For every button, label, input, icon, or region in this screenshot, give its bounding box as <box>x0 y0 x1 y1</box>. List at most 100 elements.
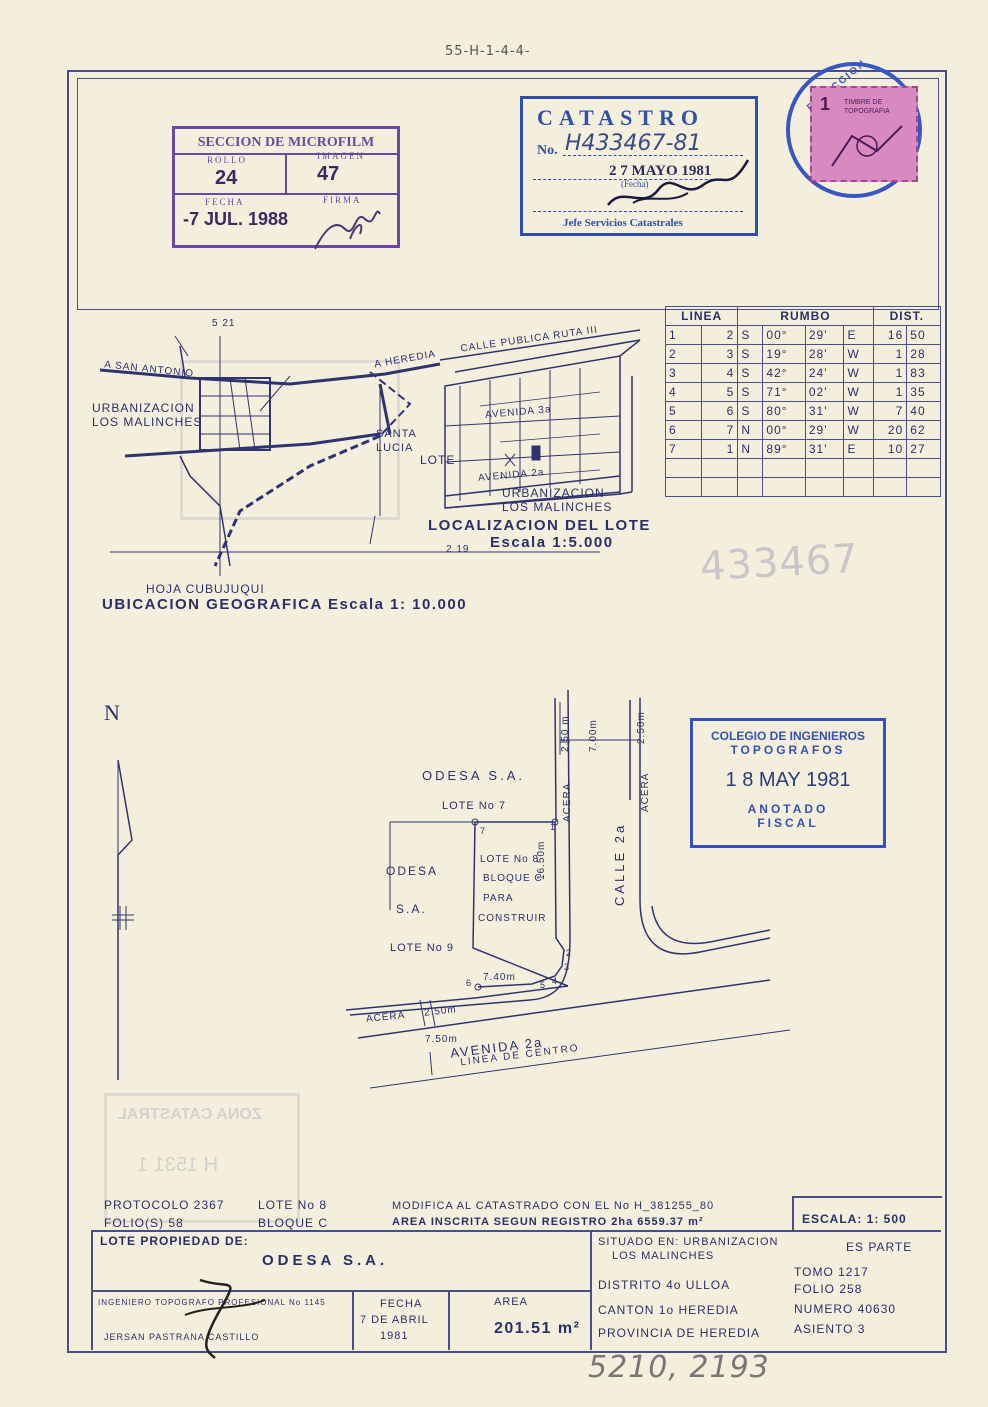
bearing-cell: 62 <box>906 420 941 440</box>
bearing-cell: 4 <box>664 382 703 402</box>
escala: ESCALA: 1: 500 <box>802 1212 907 1226</box>
plan-lote-8-1: LOTE No 8 <box>480 854 540 865</box>
lote-no: LOTE No 8 <box>258 1198 328 1212</box>
bearing-cell: 2 <box>664 344 703 364</box>
owner-name: ODESA S.A. <box>262 1252 389 1269</box>
colegio-stamp: COLEGIO DE INGENIEROS TOPOGRAFOS 1 8 MAY… <box>690 718 886 848</box>
map-s19: 2 19 <box>446 544 470 555</box>
plan-odesa-left-2: S.A. <box>396 902 427 916</box>
handwritten-bottom: 5210, 2193 <box>588 1350 770 1385</box>
map-santa: SANTA <box>376 428 417 440</box>
bearing-cell: 19° <box>762 344 806 364</box>
bearing-cell: 5 <box>664 401 703 421</box>
bearing-cell: 1 <box>872 344 908 364</box>
bearing-cell: W <box>843 401 874 421</box>
ingeniero-label: INGENIERO TOPOGRAFO PROFESIONAL No 1145 <box>98 1298 326 1307</box>
direccion-round-stamp: DIRECCION <box>786 57 922 198</box>
bearing-cell: 27 <box>906 439 941 459</box>
vertex-5: 5 <box>540 980 547 990</box>
vertex-7: 7 <box>480 826 487 836</box>
area-inscrita: AREA INSCRITA SEGUN REGISTRO 2ha 6559.37… <box>392 1216 704 1228</box>
plan-calle-2: CALLE 2a <box>612 822 627 906</box>
bearing-cell: 40 <box>906 401 941 421</box>
bearing-cell: S <box>737 401 764 421</box>
catastro-date-label: (Fecha) <box>621 179 649 189</box>
distrito: DISTRITO 4o ULLOA <box>598 1278 731 1292</box>
bearing-cell: N <box>737 420 764 440</box>
colegio-line2: TOPOGRAFOS <box>730 743 846 757</box>
bearing-cell: W <box>843 420 874 440</box>
zona-title: ZONA CATASTRAL <box>117 1106 262 1123</box>
colegio-line3: ANOTADO <box>747 802 829 816</box>
provincia: PROVINCIA DE HEREDIA <box>598 1326 761 1340</box>
tax-stamp-emblem <box>831 125 903 167</box>
bearing-empty-row <box>664 458 941 478</box>
plan-dist-740: 7.40m <box>483 972 516 983</box>
bearing-cell: E <box>843 325 874 345</box>
bearing-cell: N <box>737 439 764 459</box>
handwritten-433467: 433467 <box>698 535 860 591</box>
stamp-header-box <box>77 78 939 310</box>
site-plan <box>112 689 790 1089</box>
map-hoja: HOJA CUBUJUQUI <box>146 582 265 596</box>
bearing-cell: 50 <box>906 325 941 345</box>
bearing-cell: 83 <box>906 363 941 383</box>
map-localizacion: LOCALIZACION DEL LOTE <box>428 517 651 534</box>
north-arrow-label: N <box>104 700 121 725</box>
map-urbanizacion-left: URBANIZACION <box>92 401 195 415</box>
tax-stamp-value: 1 <box>820 94 831 114</box>
es-parte: ES PARTE <box>846 1240 913 1254</box>
bearing-cell: 5 <box>701 382 739 402</box>
col-linea: LINEA <box>664 306 739 326</box>
bearing-cell: S <box>737 363 764 383</box>
plan-lote-7: LOTE No 7 <box>442 800 507 812</box>
folio-reg: FOLIO 258 <box>794 1282 863 1296</box>
bearing-cell: 28' <box>804 344 845 364</box>
plan-dist-250-right: 2.50m <box>636 711 647 744</box>
tax-stamp-label: TIMBRE DE TOPOGRAFIA <box>844 99 890 115</box>
bearing-cell: S <box>737 325 764 345</box>
map-lucia: LUCIA <box>376 442 414 454</box>
map-ubicacion: UBICACION GEOGRAFICA Escala 1: 10.000 <box>102 596 468 613</box>
fecha-label: FECHA <box>205 197 245 207</box>
modifica: MODIFICA AL CATASTRADO CON EL No H_38125… <box>392 1200 715 1212</box>
bearing-cell: 7 <box>872 401 908 421</box>
map-escala-5000: Escala 1:5.000 <box>490 534 614 551</box>
bearing-cell: 80° <box>762 401 806 421</box>
plan-dist-750: 7.50m <box>425 1034 458 1045</box>
area-value: 201.51 m² <box>494 1320 581 1337</box>
plan-odesa-top: ODESA S.A. <box>422 768 525 783</box>
colegio-line4: FISCAL <box>757 816 819 830</box>
col-dist: DIST. <box>872 306 942 326</box>
zona-value: H 1531 1 <box>137 1154 219 1176</box>
map-los-malinches-right: LOS MALINCHES <box>502 500 613 514</box>
catastro-jefe: Jefe Servicios Catastrales <box>563 217 683 229</box>
map-urbanizacion-right: URBANIZACION <box>502 486 605 500</box>
imagen-label: IMAGEN <box>317 151 365 161</box>
area-label: AREA <box>494 1296 528 1308</box>
bearing-cell: 28 <box>906 344 941 364</box>
bearing-cell: W <box>843 382 874 402</box>
fecha-value-1: 7 DE ABRIL <box>360 1314 429 1326</box>
bearing-cell: 00° <box>762 420 806 440</box>
top-code: 55-H-1-4-4- <box>445 44 531 59</box>
situado-en: SITUADO EN: URBANIZACION <box>598 1236 779 1248</box>
bearing-cell: 3 <box>701 344 739 364</box>
bearing-cell: E <box>843 439 874 459</box>
bearing-cell: 3 <box>664 363 703 383</box>
ingeniero-name: JERSAN PASTRANA CASTILLO <box>104 1332 260 1342</box>
situado-en-2: LOS MALINCHES <box>612 1250 715 1262</box>
colegio-date: 1 8 MAY 1981 <box>725 769 851 791</box>
sheet-frame <box>67 70 947 1353</box>
numero: NUMERO 40630 <box>794 1302 897 1316</box>
bearing-empty-row <box>664 477 941 497</box>
bloque: BLOQUE C <box>258 1216 329 1230</box>
canton: CANTON 1o HEREDIA <box>598 1303 739 1317</box>
engineer-signature <box>184 1278 266 1359</box>
plan-lote-8-2: BLOQUE C <box>483 873 543 884</box>
